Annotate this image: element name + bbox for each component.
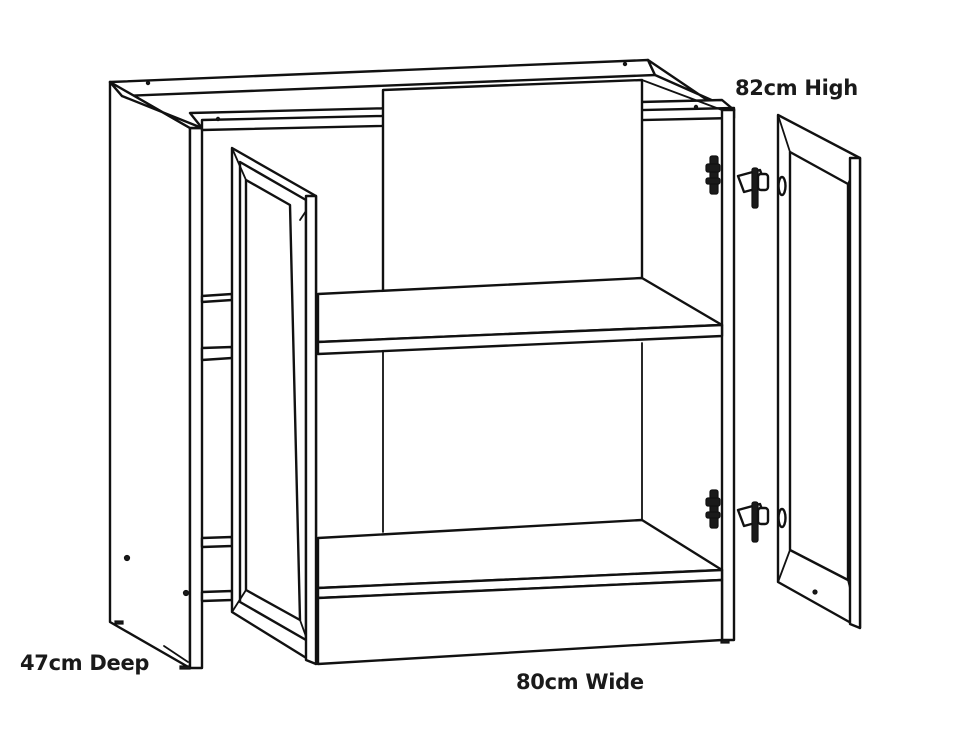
screw-hole-icon (123, 554, 131, 562)
left-door (230, 146, 318, 666)
hinge-cup-icon (777, 507, 787, 529)
depth-dimension-label: 47cm Deep (20, 651, 150, 675)
left-side-panel (108, 80, 204, 670)
height-dimension-label: 82cm High (735, 76, 858, 100)
right-door (776, 113, 862, 630)
hinge-plate-icon (709, 155, 719, 195)
hinge-arm-top (736, 167, 770, 209)
right-side-panel (641, 79, 736, 644)
bottom-panel (200, 518, 724, 666)
width-dimension-label: 80cm Wide (516, 670, 644, 694)
screw-hole-icon (182, 589, 190, 597)
hinge-arm-bottom (736, 501, 770, 543)
hinge-cup-icon (777, 175, 787, 197)
hinge-plate-bottom (705, 489, 721, 529)
back-panel (381, 78, 644, 533)
dimension-pointers (163, 645, 189, 663)
hinge-plate-icon (709, 489, 719, 529)
hinge-plate-top (705, 155, 721, 195)
